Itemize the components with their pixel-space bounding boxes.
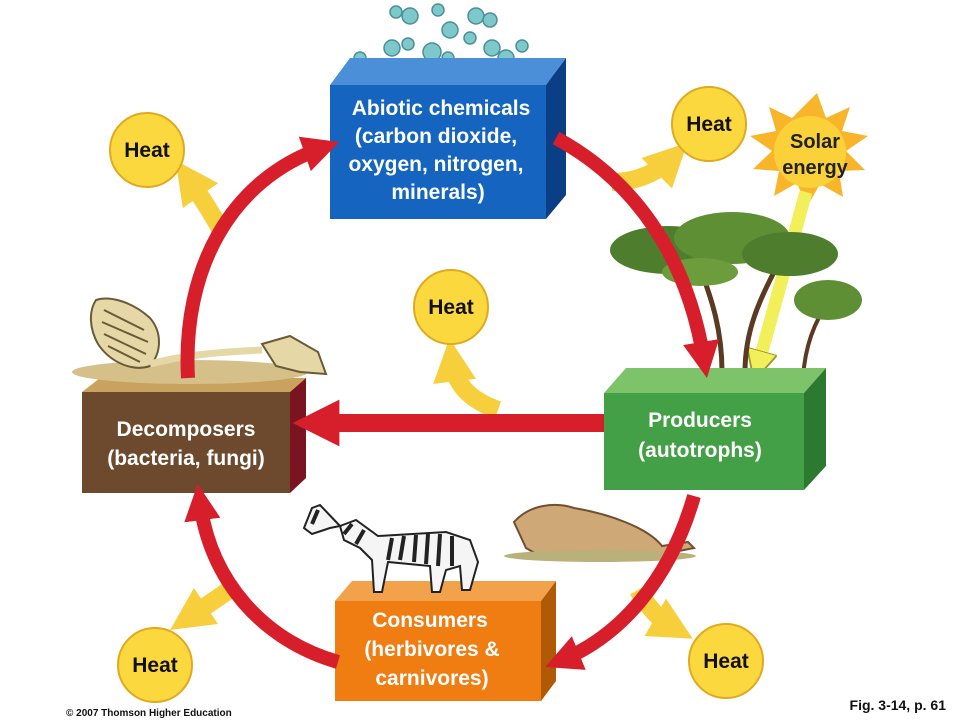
consumers-label-line-3: carnivores) <box>375 667 488 690</box>
sun: Solar energy <box>750 93 868 207</box>
molecule <box>383 39 401 57</box>
heat-arrow-producers <box>433 338 502 419</box>
lion-body <box>512 503 697 557</box>
box-front <box>82 392 290 493</box>
box-front <box>604 393 804 490</box>
heat-producers: Heat <box>413 269 489 345</box>
heat-label: Heat <box>703 650 749 673</box>
box-side <box>290 378 306 493</box>
lion <box>504 503 697 562</box>
solar-label-line-2: energy <box>782 157 848 179</box>
box-top <box>330 58 566 85</box>
molecule <box>431 3 445 17</box>
heat-label: Heat <box>124 139 170 162</box>
heat-circle <box>413 269 489 345</box>
arrow-producers-to-consumers <box>545 494 701 670</box>
spine-bones <box>149 346 263 368</box>
heat-abiotic: Heat <box>671 86 747 162</box>
molecule <box>401 37 415 51</box>
decomposers-label-line-1: Decomposers <box>117 418 256 441</box>
consumers-label-line-2: (herbivores & <box>364 638 499 661</box>
solar-label-line-1: Solar <box>790 131 840 153</box>
box-side <box>804 368 826 490</box>
heat-label: Heat <box>132 654 178 677</box>
sun-disc <box>774 116 846 188</box>
box-top <box>604 368 826 393</box>
abiotic-label-line-1: Abiotic chemicals <box>352 97 531 120</box>
producers-label-line-2: (autotrophs) <box>638 439 762 462</box>
skull <box>260 334 328 376</box>
molecule <box>483 39 501 57</box>
heat-label: Heat <box>686 113 732 136</box>
figure-reference: Fig. 3-14, p. 61 <box>850 697 947 713</box>
molecule <box>389 5 403 19</box>
molecules <box>353 3 560 86</box>
producers-box: Producers (autotrophs) <box>604 368 826 490</box>
heat-circle <box>688 623 764 699</box>
copyright-text: © 2007 Thomson Higher Education <box>66 708 232 719</box>
heat-arrow-consumers-left <box>170 580 238 630</box>
abiotic-label-line-3: oxygen, nitrogen, <box>348 153 523 176</box>
tree-trunk <box>742 270 777 373</box>
zebra-body <box>338 518 480 593</box>
producers-label-line-1: Producers <box>648 409 752 432</box>
lion-grass <box>504 550 696 562</box>
zebra-head <box>302 503 342 536</box>
decomposers-box: Decomposers (bacteria, fungi) <box>82 378 306 493</box>
arrow-consumers-to-decomposers <box>184 483 340 669</box>
heat-circle <box>671 86 747 162</box>
heat-label: Heat <box>428 296 474 319</box>
arrow-decomposers-to-abiotic <box>180 136 340 379</box>
molecule <box>441 21 459 39</box>
arrow-abiotic-to-producers <box>552 131 720 378</box>
box-side <box>541 581 556 701</box>
heat-consumers-left: Heat <box>117 627 193 703</box>
box-front <box>330 85 546 219</box>
molecule <box>401 7 419 25</box>
heat-consumers-right: Heat <box>688 623 764 699</box>
tree-canopy <box>742 232 838 276</box>
zebra <box>302 503 480 593</box>
abiotic-chemicals-box: Abiotic chemicals (carbon dioxide, oxyge… <box>330 58 566 219</box>
decomposers-label-line-2: (bacteria, fungi) <box>107 447 265 470</box>
tree-canopy <box>794 280 862 320</box>
molecule <box>515 39 529 53</box>
molecule <box>467 7 485 25</box>
molecule <box>463 31 477 45</box>
heat-circle <box>109 112 185 188</box>
heat-circle <box>117 627 193 703</box>
consumers-label-line-1: Consumers <box>372 609 488 632</box>
acacia-trees <box>610 212 862 379</box>
cycle-arrows <box>180 131 720 670</box>
zebra-stripes <box>310 509 454 567</box>
solar-energy-arrow <box>758 190 813 366</box>
heat-decomposers: Heat <box>109 112 185 188</box>
ribs <box>101 309 149 363</box>
abiotic-label-line-4: minerals) <box>391 181 484 204</box>
box-front <box>335 601 541 701</box>
ribcage <box>90 297 160 369</box>
molecule <box>482 12 498 28</box>
box-top <box>335 581 556 601</box>
abiotic-label-line-2: (carbon dioxide, <box>355 125 517 148</box>
skeleton-remains <box>72 297 328 384</box>
consumers-box: Consumers (herbivores & carnivores) <box>335 581 556 701</box>
